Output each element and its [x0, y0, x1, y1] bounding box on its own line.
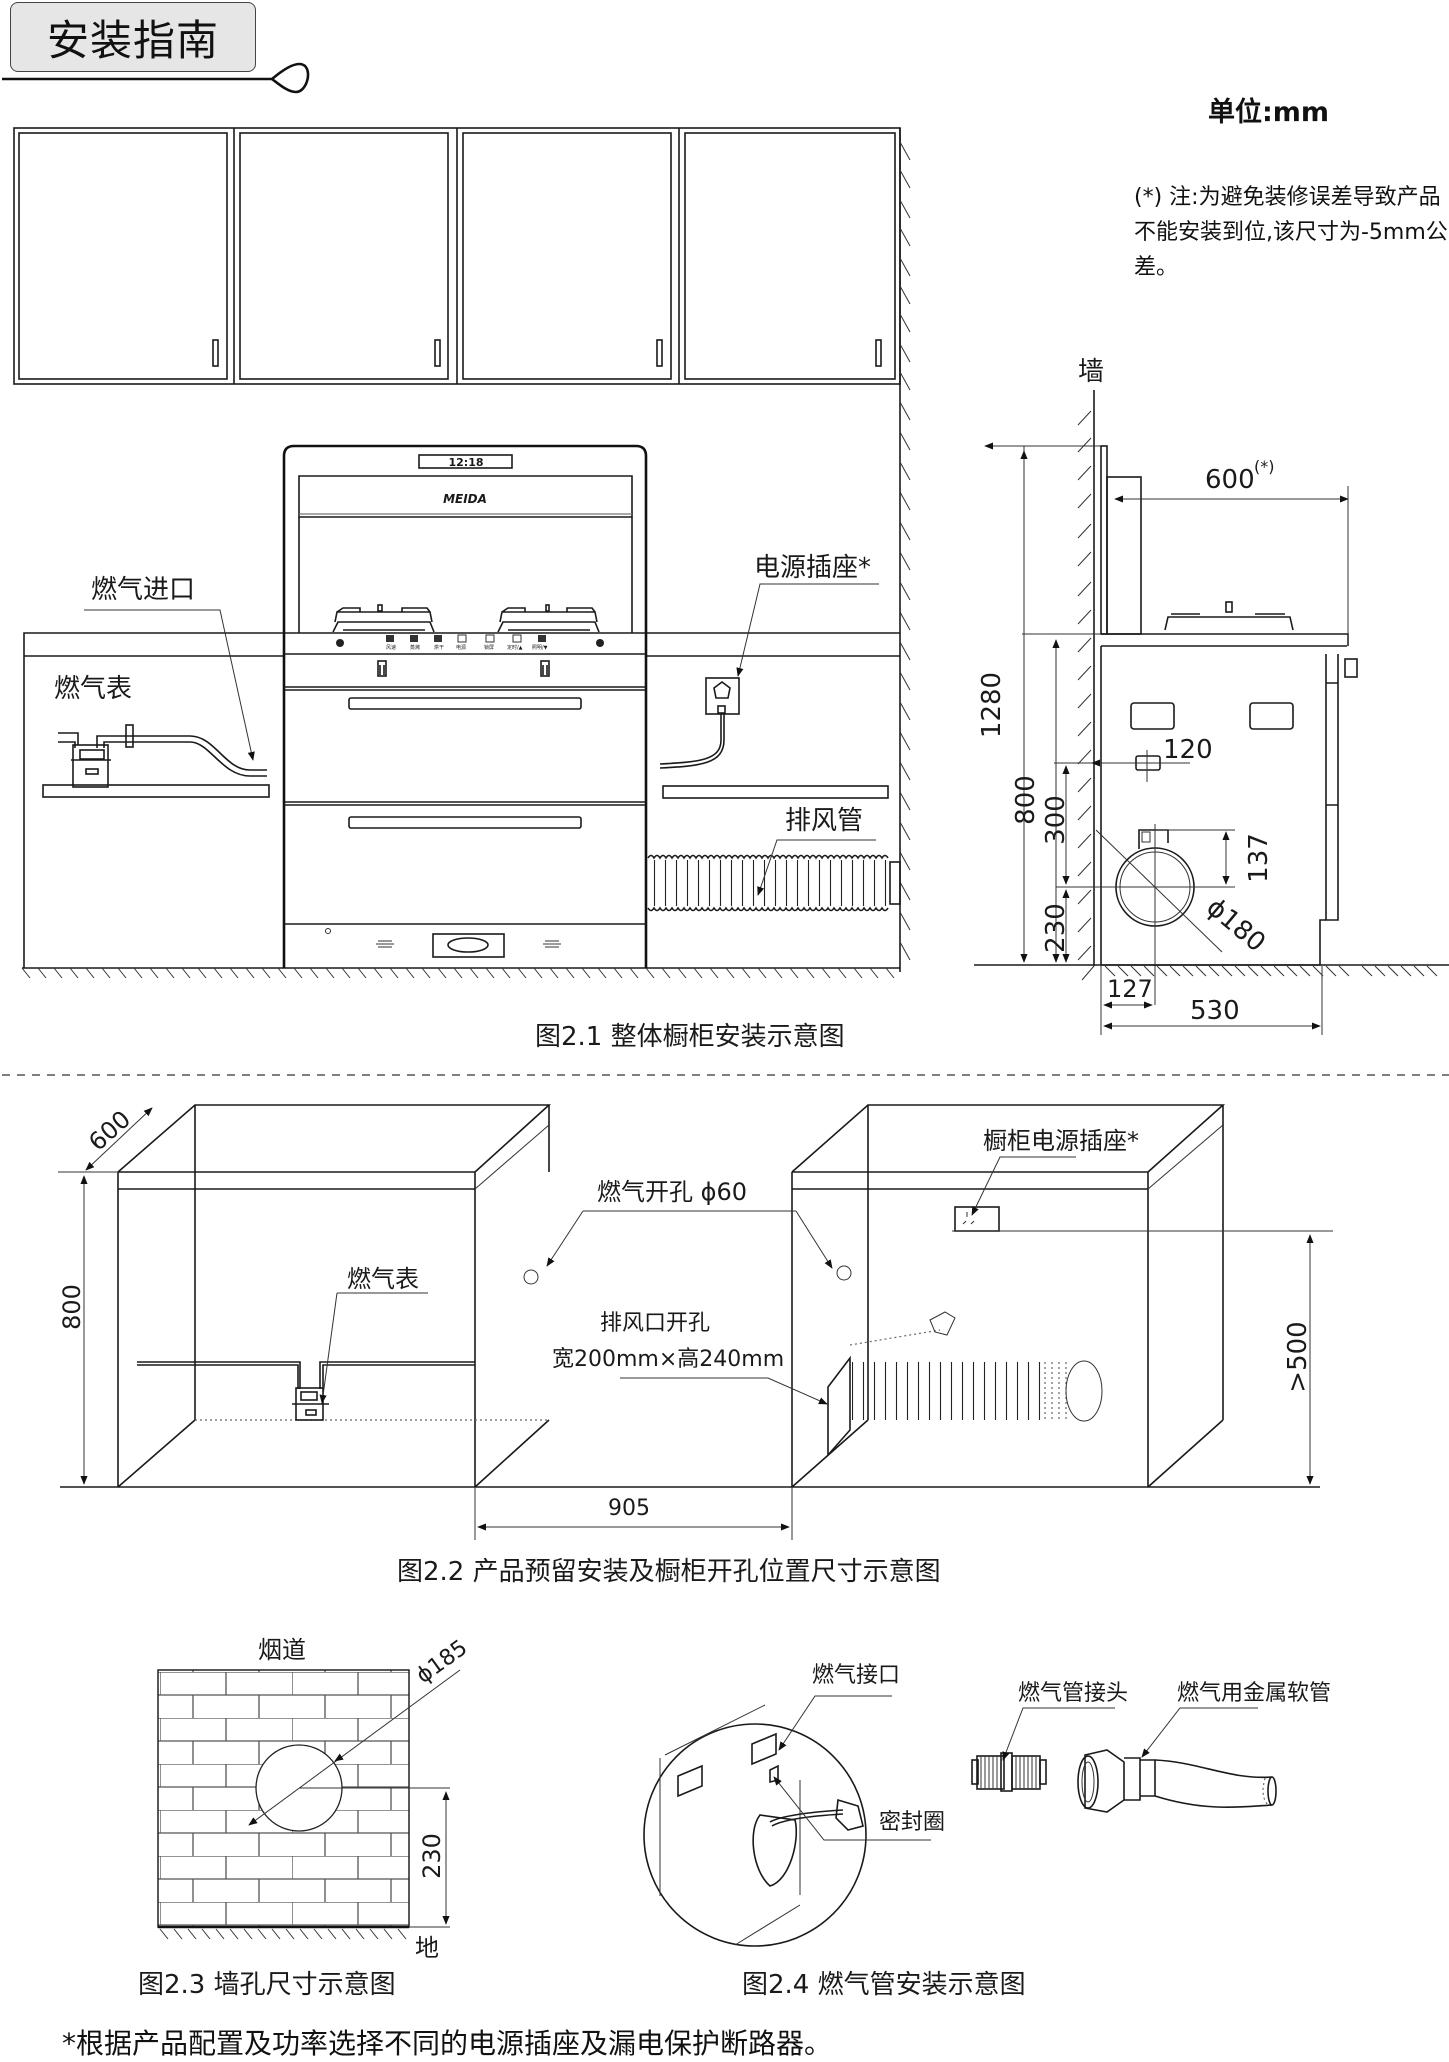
dim-hole-diameter-185: ϕ185: [412, 1635, 472, 1688]
dim-2-2-depth-600: 600: [83, 1105, 136, 1156]
label-gas-hole: 燃气开孔 ϕ60: [597, 1178, 747, 1206]
svg-text:风速 蒸烤 烘干: 风速 蒸烤 烘干 电源 锁屏 定时/▲ 照明/▼: [386, 644, 548, 651]
figure-2-1: 12:18 MEIDA: [13, 127, 911, 979]
knob-left: [377, 660, 387, 677]
caption-fig-2-2: 图2.2 产品预留安装及橱柜开孔位置尺寸示意图: [397, 1557, 941, 1587]
dim-product-530: 530: [1190, 996, 1240, 1026]
wall-hatch: [899, 128, 911, 972]
right-base-cabinet: [646, 632, 900, 799]
dim-hole-height-230: 230: [418, 1833, 446, 1879]
right-burner: [497, 604, 600, 633]
caption-fig-2-1: 图2.1 整体橱柜安装示意图: [535, 1022, 845, 1052]
dim-socket-300: 300: [1041, 795, 1071, 845]
brand-logo: MEIDA: [443, 492, 487, 506]
pipe-connector: [971, 1752, 1047, 1792]
title-underline: [2, 62, 310, 94]
left-burner: [332, 604, 435, 633]
caption-fig-2-4: 图2.4 燃气管安装示意图: [742, 1970, 1026, 2000]
detail-circle: [643, 1723, 867, 1947]
label-ground: 地: [415, 1934, 439, 1962]
exhaust-pipe: [647, 854, 901, 912]
dim-outlet-137: 137: [1244, 833, 1274, 883]
power-socket: [659, 677, 740, 769]
control-label-timer: 定时/▲: [507, 644, 523, 651]
control-buttons: [386, 634, 546, 643]
figure-2-2: 燃气表 燃气开孔 ϕ60 排风口开孔 宽200mm×高240mm 橱柜电源插座*…: [58, 1104, 1333, 1540]
svg-text:ϕ180: ϕ180: [1201, 892, 1271, 958]
label-cabinet-socket: 橱柜电源插座*: [983, 1127, 1139, 1155]
label-gas-meter: 燃气表: [54, 674, 132, 704]
dim-depth-600: 600: [1205, 465, 1255, 495]
unit-label: 单位:mm: [1208, 97, 1330, 128]
label-2-2-gas-meter: 燃气表: [347, 1265, 419, 1293]
dim-socket-offset-120: 120: [1163, 735, 1213, 765]
dim-socket-gt-500: >500: [1283, 1321, 1313, 1392]
label-exhaust-hole-size: 宽200mm×高240mm: [552, 1347, 784, 1372]
metal-hose: [1077, 1749, 1277, 1813]
side-view: 墙 600 (*) 1280 800: [974, 357, 1449, 1035]
page-title: 安装指南: [10, 2, 256, 72]
label-power-socket: 电源插座*: [754, 553, 871, 583]
gas-meter: [58, 724, 267, 788]
control-label-dry: 烘干: [434, 644, 444, 651]
label-gas-port: 燃气接口: [812, 1663, 900, 1688]
control-label-lock: 锁屏: [484, 644, 494, 651]
dim-2-2-width-905: 905: [608, 1496, 650, 1521]
label-exhaust-hole-title: 排风口开孔: [600, 1311, 710, 1336]
dim-total-1280: 1280: [977, 672, 1007, 738]
control-label-fan: 风速: [386, 645, 396, 651]
dim-2-2-height-800: 800: [58, 1284, 86, 1330]
dim-outlet-127: 127: [1107, 975, 1153, 1003]
label-flue: 烟道: [258, 1636, 306, 1664]
label-metal-hose: 燃气用金属软管: [1177, 1681, 1331, 1706]
integrated-stove: 12:18 MEIDA: [282, 444, 648, 968]
footnote: *根据产品配置及功率选择不同的电源插座及漏电保护断路器。: [62, 2027, 833, 2060]
label-pipe-connector: 燃气管接头: [1018, 1681, 1128, 1706]
wall-cabinets: [13, 127, 901, 385]
left-base-cabinet: [23, 632, 283, 968]
figure-2-3: 烟道 ϕ185 230 地: [157, 1635, 472, 1962]
label-exhaust-pipe: 排风管: [785, 806, 863, 836]
control-label-light: 照明/▼: [532, 645, 548, 651]
figure-2-4: 燃气接口 密封圈 燃气管接头 燃气用金属软管: [643, 1663, 1331, 1947]
control-label-power: 电源: [456, 644, 466, 651]
tolerance-note: (*) 注:为避免装修误差导致产品不能安装到位,该尺寸为-5mm公差。: [1134, 185, 1448, 280]
label-wall: 墙: [1078, 357, 1104, 387]
knob-right: [540, 660, 550, 677]
dim-depth-tolerance: (*): [1254, 457, 1274, 476]
caption-fig-2-3: 图2.3 墙孔尺寸示意图: [138, 1970, 396, 2000]
display-readout: 12:18: [448, 456, 483, 469]
label-seal-ring: 密封圈: [879, 1810, 945, 1835]
control-label-steam: 蒸烤: [410, 644, 420, 651]
dim-cabinet-800: 800: [1011, 775, 1041, 825]
label-gas-inlet: 燃气进口: [91, 575, 195, 605]
dim-outlet-230: 230: [1041, 903, 1071, 953]
